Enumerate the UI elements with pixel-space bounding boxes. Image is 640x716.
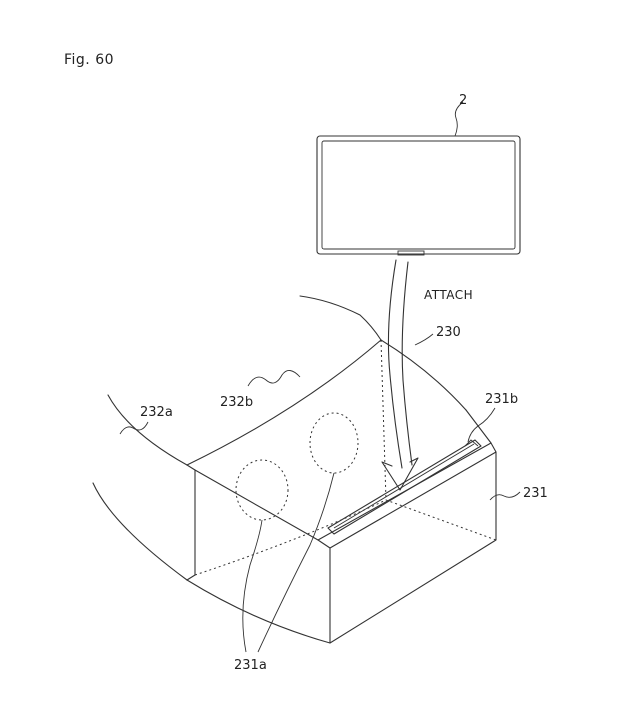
- device-connector: [397, 250, 425, 256]
- leader-strap-left: [119, 421, 149, 435]
- lens-right: [309, 412, 359, 474]
- hidden-edge-base: [194, 499, 497, 576]
- headband-rim-right: [380, 339, 467, 411]
- leader-lens-left: [242, 519, 263, 653]
- attach-label: ATTACH: [424, 288, 473, 302]
- figure-title: Fig. 60: [64, 52, 115, 68]
- label-main-body: 231: [523, 486, 548, 501]
- label-strap-top: 232b: [220, 395, 253, 410]
- leader-lens-right: [257, 472, 335, 653]
- body-front-vertical: [317, 539, 331, 644]
- label-device: 2: [459, 93, 467, 108]
- hidden-edge-vertical: [380, 339, 387, 501]
- label-lenses: 231a: [234, 658, 267, 673]
- body-back-edge: [465, 409, 497, 453]
- strap-left-upper: [107, 394, 188, 466]
- main-body: [194, 339, 497, 644]
- leader-device: [454, 101, 464, 137]
- label-strap-left: 232a: [140, 405, 173, 420]
- device-display: [316, 135, 521, 256]
- leader-slot: [467, 407, 496, 443]
- strap-left-end: [186, 464, 196, 581]
- leader-strap-top: [247, 370, 301, 387]
- headband-top-upper: [299, 295, 382, 341]
- device-slot: [327, 439, 482, 535]
- leader-main-body: [489, 491, 521, 501]
- leader-goggle-assembly: [414, 333, 434, 346]
- attach-arrow: [381, 259, 419, 491]
- lens-left: [235, 459, 289, 521]
- label-goggle-assembly: 230: [436, 325, 461, 340]
- headband-bottom-curve: [186, 579, 331, 644]
- headband-rim-front: [186, 339, 382, 466]
- strap-left-lower: [92, 482, 188, 581]
- body-right-face: [329, 451, 497, 644]
- label-slot: 231b: [485, 392, 518, 407]
